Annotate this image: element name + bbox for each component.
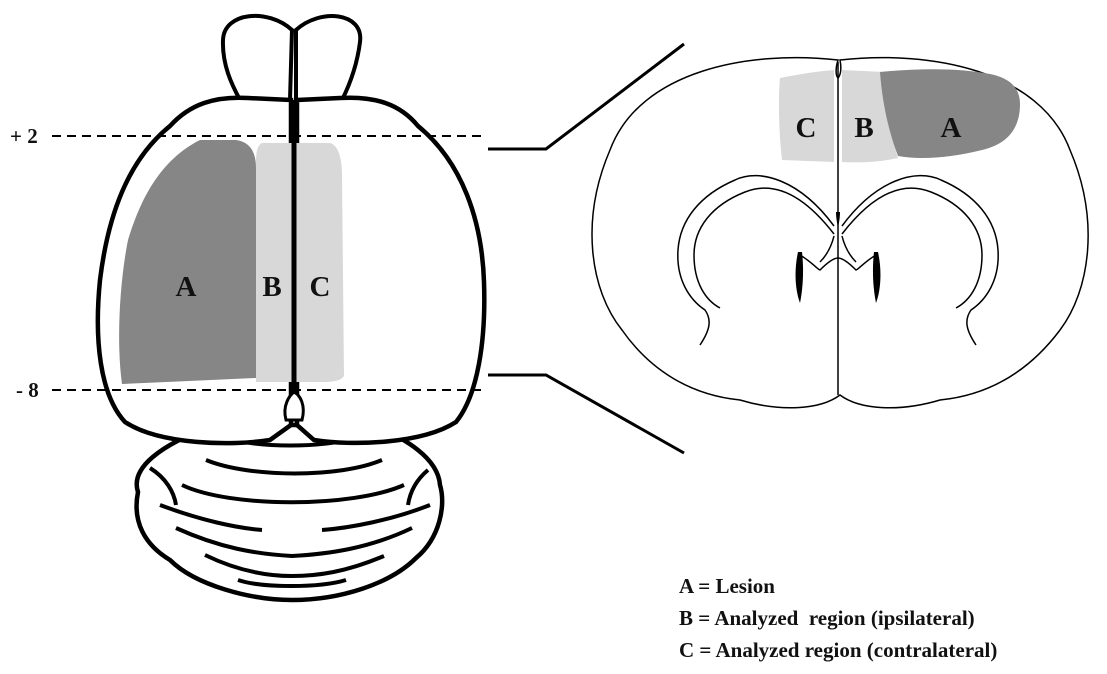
legend-item-a: A = Lesion	[679, 570, 997, 602]
coronal-label-c: C	[796, 112, 817, 144]
dorsal-label-c: C	[310, 271, 331, 303]
region-b-analyzed	[256, 143, 292, 382]
axis-mark-bottom: - 8	[16, 378, 39, 402]
legend-item-b: B = Analyzed region (ipsilateral)	[679, 602, 997, 634]
legend: A = Lesion B = Analyzed region (ipsilate…	[679, 570, 997, 666]
coronal-label-a: A	[941, 112, 962, 144]
coronal-label-b: B	[854, 112, 873, 144]
axis-mark-top: + 2	[10, 124, 38, 148]
dorsal-label-a: A	[176, 271, 197, 303]
dorsal-brain-view: A B C	[98, 16, 484, 600]
dorsal-label-b: B	[262, 271, 281, 303]
olfactory-bulb-left	[223, 16, 292, 100]
legend-item-c: C = Analyzed region (contralateral)	[679, 634, 997, 666]
olfactory-bulb-right	[296, 16, 360, 100]
zoom-connector-bottom	[488, 375, 684, 453]
coronal-section: C B A	[592, 58, 1088, 408]
region-c-analyzed	[296, 143, 344, 382]
